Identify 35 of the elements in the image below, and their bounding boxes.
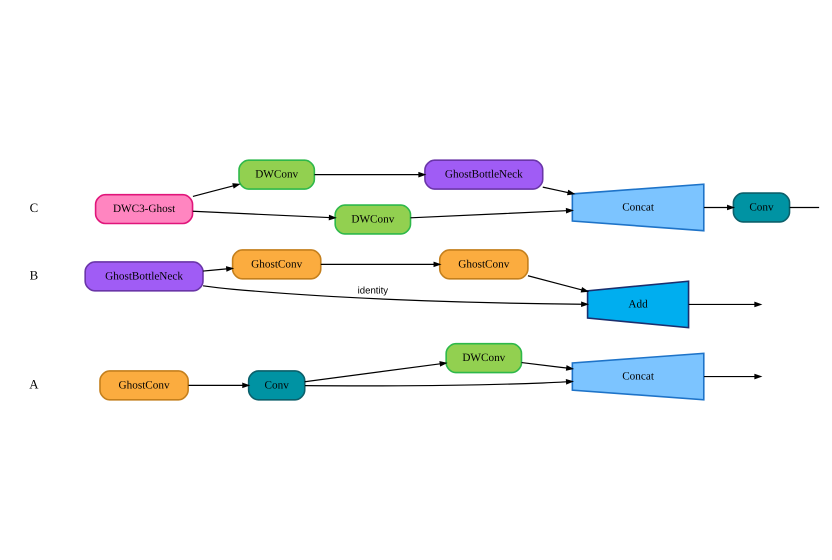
arrow [542, 186, 576, 196]
connector [790, 206, 820, 208]
arrow [304, 361, 448, 382]
arrow [188, 382, 250, 388]
node-box: GhostConv [438, 249, 529, 280]
arrow [192, 183, 241, 198]
node-box: Concat [572, 183, 705, 232]
node-box: GhostConv [232, 249, 322, 280]
node-box: Concat [572, 352, 705, 401]
arrow [704, 204, 736, 210]
node-box: DWConv [334, 204, 412, 235]
node-box: DWConv [445, 342, 522, 374]
arrow [314, 172, 426, 178]
arrow [202, 285, 590, 308]
label: A [29, 377, 39, 392]
arrow [522, 362, 574, 371]
arrow [688, 302, 762, 308]
arrow [528, 275, 590, 292]
edge-label: identity [358, 286, 388, 297]
arrow [410, 208, 574, 218]
node-box: DWC3-Ghost [94, 194, 194, 224]
node-box: GhostBottleNeck [84, 261, 204, 292]
node-box: Add [586, 280, 690, 329]
node-box: Conv [248, 370, 306, 401]
arrow [704, 374, 762, 380]
arrow [192, 210, 337, 220]
node-box: DWConv [238, 159, 316, 190]
arrow [203, 266, 234, 272]
arrow [320, 262, 442, 268]
label: C [30, 201, 38, 216]
label: B [30, 268, 38, 282]
node-box: Conv [732, 192, 790, 223]
arrow [304, 379, 574, 386]
node-box: GhostBottleNeck [424, 159, 544, 190]
node-box: GhostConv [99, 370, 189, 401]
